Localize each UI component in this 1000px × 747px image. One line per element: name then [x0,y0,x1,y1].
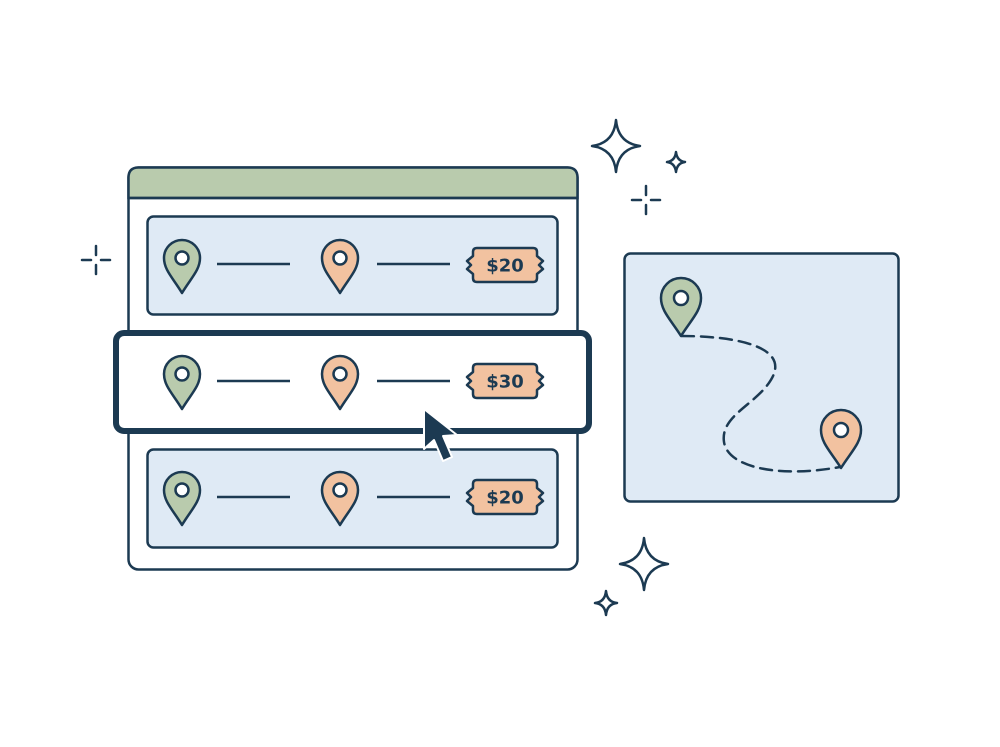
map-pin-icon [162,470,202,527]
price-tag-icon: $20 [465,246,545,284]
price-tag-icon: $20 [465,478,545,516]
sparkle-icon [618,536,670,592]
sparkle-icon [630,184,662,216]
map-pin-icon [162,354,202,411]
map-pin-icon [320,354,360,411]
window-titlebar [127,166,579,200]
map-pin-icon [320,238,360,295]
fare-row[interactable]: $20 [146,215,559,316]
fare-row[interactable]: $20 [146,448,559,549]
route-map [623,252,900,503]
sparkle-icon [80,244,112,276]
fare-price: $30 [486,372,524,393]
fare-row-selected[interactable]: $30 [113,330,592,434]
map-pin-icon [320,470,360,527]
sparkle-icon [593,589,619,617]
map-pin-icon [659,276,703,338]
map-pin-icon [819,408,863,470]
mouse-pointer-icon [423,408,458,462]
fare-price: $20 [486,256,524,277]
fare-list-window: $20 $20 [113,166,592,571]
sparkle-icon [665,150,687,174]
sparkle-icon [590,118,642,174]
price-tag-icon: $30 [465,362,545,400]
route-dashed-path [680,334,842,473]
map-pin-icon [162,238,202,295]
fare-price: $20 [486,488,524,509]
